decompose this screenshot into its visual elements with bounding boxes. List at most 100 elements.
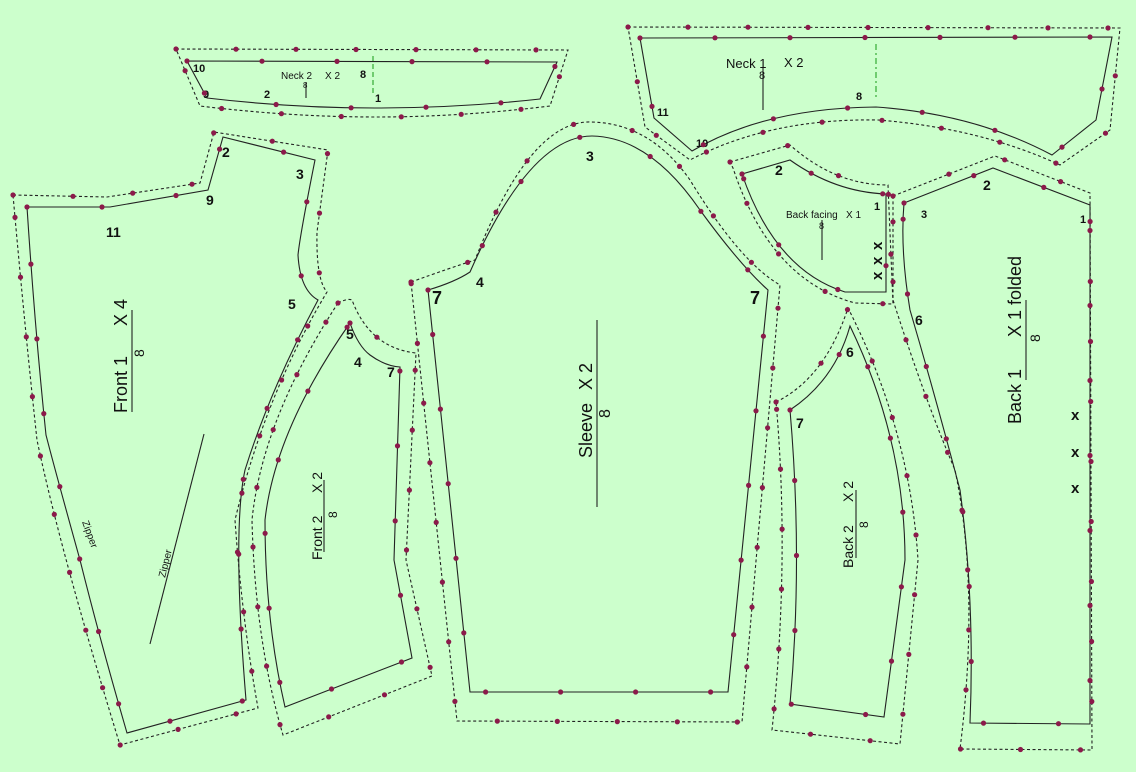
notch-dot [41,411,47,417]
back-facing-cross-3: x [869,271,886,280]
notch-dot [34,336,40,342]
notch-dot [556,74,563,80]
sleeve-title: Sleeve [576,403,596,458]
notch-dot [533,47,539,53]
notch-dot [28,261,34,267]
notch-dot [885,191,892,197]
notch-dot [473,47,479,53]
back-facing-piece[interactable]: 2 1 Back facing X 1 8 x x x [729,144,894,305]
front1-zipper-edge-label: Zipper [79,519,99,550]
sleeve-mark-3: 3 [586,148,594,164]
notch-dot [70,193,76,199]
notch-dot [1041,184,1047,190]
notch-dot [966,583,972,590]
notch-dot [403,547,410,553]
notch-dot [822,288,828,294]
notch-dot [913,532,919,538]
notch-dot [323,319,329,325]
notch-dot [845,105,851,111]
notch-dot [1088,518,1094,525]
notch-dot [731,632,737,638]
front2-piece[interactable]: 5 4 7 Front 2 X 2 8 [251,298,433,736]
back1-mark-6: 6 [915,312,923,328]
notch-dot [685,24,691,30]
notch-dot [494,718,500,724]
notch-dot [381,692,388,698]
notch-dot [262,530,268,536]
notch-dot [408,281,414,287]
notch-dot [776,251,782,257]
front1-zipper-line-label: Zipper [157,548,175,579]
notch-dot [233,46,239,52]
notch-dot [24,204,30,210]
notch-dot [427,664,433,670]
notch-dots [10,24,1118,753]
back-facing-cross-2: x [869,256,886,265]
notch-dot [879,117,885,123]
notch-dot [906,651,912,658]
front2-mark-7: 7 [387,364,395,380]
notch-dot [397,592,404,598]
front1-piece[interactable]: 2 3 9 11 5 Front 1 X 4 8 Zipper Zipper [12,131,329,746]
sleeve-piece[interactable]: 3 4 7 7 Sleeve X 2 8 [410,121,781,723]
back2-piece[interactable]: 6 7 Back 2 X 2 8 [771,306,919,745]
sleeve-qty: X 2 [576,363,596,390]
notch-dot [577,134,583,140]
back1-piece[interactable]: 2 3 1 6 Back 1 X 1 folded 8 x x x [892,155,1093,751]
notch-dot [945,449,951,455]
front2-grain-mark: 8 [326,511,340,518]
notch-dot [844,307,851,313]
notch-dot [1087,677,1093,684]
notch-dot [754,544,760,550]
neck1-mark-11: 11 [657,107,669,119]
front2-seam-line [264,321,413,708]
notch-dot [776,646,782,652]
notch-dot [880,301,886,307]
notch-dot [414,340,420,346]
back1-grain-mark: 8 [1027,334,1043,342]
back1-mark-3: 3 [921,209,927,221]
notch-dot [413,47,419,53]
notch-dot [1087,452,1093,459]
notch-dot [10,192,16,198]
notch-dot [445,481,451,487]
notch-dot [1087,227,1093,234]
front1-zipper-line [149,433,205,645]
notch-dot [753,408,759,414]
notch-dot [788,701,794,707]
back-facing-grain-mark: 8 [819,221,824,231]
notch-dot [116,701,122,707]
notch-dot [1088,578,1094,585]
notch-dot [637,35,643,41]
notch-dot [727,159,733,165]
notch-dot [255,604,261,610]
notch-dot [744,664,750,670]
front1-mark-9: 9 [206,192,214,208]
notch-dot [1045,25,1051,31]
notch-dot [773,399,779,405]
notch-dot [175,726,181,733]
notch-dot [498,100,504,106]
notch-dot [992,127,998,133]
neck2-piece[interactable]: 10 9 2 8 1 Neck 2 X 2 8 [175,48,569,118]
notch-dot [518,178,524,185]
neck1-grain-mark: 8 [759,70,765,82]
notch-dot [923,393,929,399]
notch-dot [277,679,283,686]
neck1-piece[interactable]: Neck 1 X 2 8 11 10 8 [627,26,1121,166]
notch-dot [249,668,255,674]
notch-dot [779,526,785,532]
notch-dot [264,663,270,669]
notch-dot [805,24,811,30]
notch-dot [793,552,800,559]
notch-dot [239,698,245,704]
notch-dot [96,628,102,635]
sleeve-mark-7-right: 7 [750,288,760,308]
notch-dot [409,59,415,65]
notch-dot [1087,527,1093,534]
neck2-title: Neck 2 [281,71,313,82]
notch-dot [398,659,405,665]
notch-dot [649,103,655,109]
notch-dot [348,105,354,111]
notch-dot [745,267,751,273]
